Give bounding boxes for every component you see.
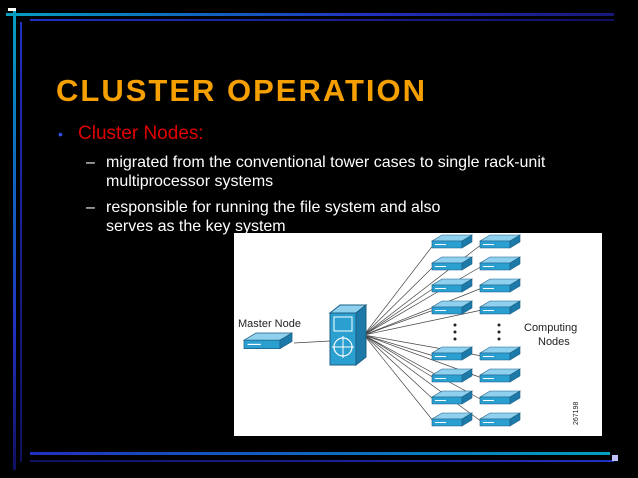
- frame-left-line: [13, 10, 16, 470]
- server-icon: [479, 234, 521, 249]
- server-icon: [479, 390, 521, 405]
- connection-line: [363, 334, 435, 423]
- server-icon: [431, 390, 473, 405]
- computing-label-line2: Nodes: [538, 336, 570, 348]
- connection-line: [363, 309, 435, 336]
- server-icon: [431, 346, 473, 361]
- frame-bottom-line-outer: [30, 460, 614, 462]
- bullet-text: Cluster Nodes:: [78, 123, 204, 144]
- sub-bullet-2: – responsible for running the file syste…: [56, 198, 576, 236]
- switch-icon: [328, 303, 368, 367]
- server-icon: [431, 256, 473, 271]
- frame-corner-square: [8, 8, 16, 11]
- server-icon: [431, 412, 473, 427]
- computing-label-line1: Computing: [524, 322, 577, 334]
- connection-line: [363, 334, 435, 401]
- bullet-list: • Cluster Nodes: – migrated from the con…: [56, 122, 576, 236]
- master-link-line: [293, 340, 331, 344]
- frame-top-line: [6, 13, 614, 16]
- connection-line: [363, 287, 483, 336]
- server-icon: [479, 256, 521, 271]
- dash-marker: –: [86, 154, 95, 171]
- master-node-label: Master Node: [238, 318, 301, 330]
- connection-line: [363, 309, 483, 336]
- server-icon: [479, 278, 521, 293]
- server-icon: [479, 412, 521, 427]
- frame-top-line-inner: [30, 19, 614, 21]
- computing-nodes: [431, 234, 521, 427]
- server-icon: [431, 368, 473, 383]
- dash-marker: –: [86, 199, 95, 216]
- connection-line: [363, 243, 435, 336]
- connection-line: [363, 334, 435, 379]
- server-icon: [479, 346, 521, 361]
- server-icon: [431, 278, 473, 293]
- ellipsis-dots: [453, 323, 501, 341]
- connection-line: [363, 265, 435, 336]
- figure-id: 267198: [573, 402, 580, 425]
- bullet-cluster-nodes: • Cluster Nodes:: [56, 122, 576, 146]
- connection-line: [363, 334, 483, 401]
- frame-corner-square-br: [612, 455, 618, 461]
- connection-lines: [293, 243, 483, 423]
- frame-bottom-line: [30, 452, 610, 455]
- server-icon: [431, 300, 473, 315]
- bullet-marker-icon: •: [58, 126, 63, 142]
- connection-line: [363, 287, 435, 336]
- connection-line: [363, 334, 483, 423]
- sub-bullet-text: migrated from the conventional tower cas…: [106, 154, 546, 190]
- server-icon: [431, 234, 473, 249]
- frame-left-line-inner: [20, 22, 22, 462]
- slide-title: CLUSTER OPERATION: [56, 73, 427, 108]
- cluster-diagram: Master Node Computing Nodes 267198: [234, 233, 602, 436]
- connection-line: [363, 265, 483, 336]
- server-icon: [479, 368, 521, 383]
- server-icon: [479, 300, 521, 315]
- sub-bullet-text: responsible for running the file system …: [106, 199, 441, 235]
- cluster-diagram-svg: Master Node Computing Nodes 267198: [238, 234, 580, 427]
- server-icon: [243, 332, 293, 350]
- connection-line: [363, 334, 435, 357]
- sub-bullet-1: – migrated from the conventional tower c…: [56, 153, 576, 191]
